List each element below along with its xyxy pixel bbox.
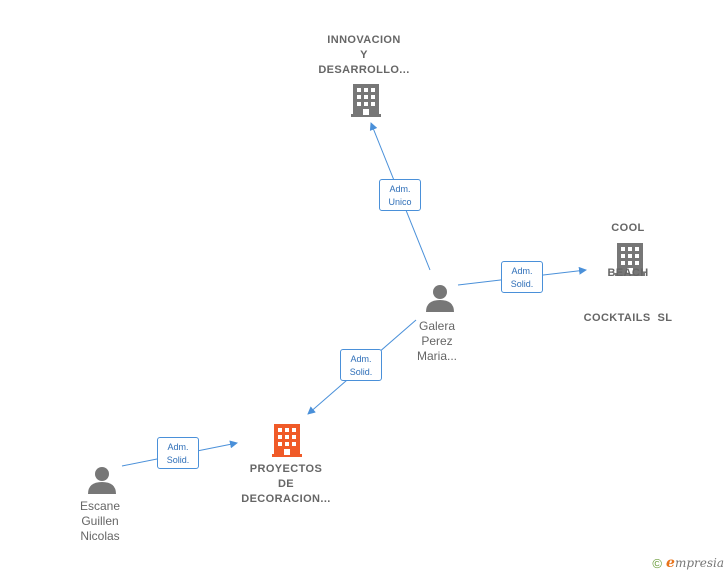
brand-name: mpresia [674,556,724,570]
edge-badge-escane-proyectos[interactable]: Adm. Solid. [157,437,199,469]
badge-line: Solid. [349,367,373,377]
edge-badge-galera-cool[interactable]: Adm. Solid. [501,261,543,293]
person-label-escane[interactable]: Escane Guillen Nicolas [60,499,140,544]
edge-badge-galera-innovacion[interactable]: Adm. Unico [379,179,421,211]
company-label-proyectos[interactable]: PROYECTOS DE DECORACION... [226,462,346,507]
label-line: Maria... [416,349,457,363]
label-line: DE [277,478,295,490]
label-line: Y [360,49,368,61]
badge-line: Adm. [511,266,533,276]
person-label-galera[interactable]: Galera Perez Maria... [397,319,477,364]
copyright-icon: © [652,555,663,571]
label-line: DESARROLLO... [318,64,410,76]
label-line: Perez [421,334,453,348]
label-line: Escane [79,499,121,513]
label-line: Nicolas [80,529,120,543]
company-label-innovacion[interactable]: INNOVACION Y DESARROLLO... [304,33,424,78]
badge-line: Solid. [510,279,534,289]
badge-line: Unico [388,197,412,207]
label-line: BEACH [607,267,649,279]
label-line: COCKTAILS SL [583,312,673,324]
label-line: INNOVACION [327,34,401,46]
badge-line: Adm. [167,442,189,452]
badge-line: Solid. [166,455,190,465]
badge-line: Adm. [350,354,372,364]
building-icon[interactable] [615,243,645,276]
company-label-cool-beach[interactable]: COOL BEACH COCKTAILS SL [568,191,688,341]
badge-line: Adm. [389,184,411,194]
edge-badge-galera-proyectos[interactable]: Adm. Solid. [340,349,382,381]
label-line: DECORACION... [241,493,331,505]
building-icon[interactable] [272,424,302,457]
label-line: PROYECTOS [249,463,323,475]
brand-logo: empresia [666,555,724,571]
label-line: COOL [611,222,645,234]
building-icon[interactable] [351,84,381,117]
label-line: Guillen [81,514,119,528]
person-icon[interactable] [426,285,454,312]
person-icon[interactable] [88,467,116,494]
brand-initial: e [666,555,675,571]
label-line: Galera [418,319,456,333]
footer-brand[interactable]: © empresia [652,555,724,571]
